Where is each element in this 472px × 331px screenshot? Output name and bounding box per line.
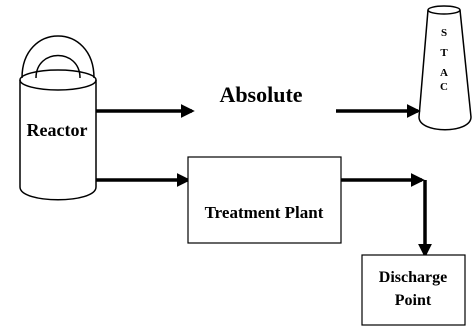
treatment-plant-label: Treatment Plant bbox=[205, 203, 324, 222]
absolute-label: Absolute bbox=[219, 82, 302, 107]
discharge-label-line2: Point bbox=[395, 292, 432, 309]
stack-body bbox=[418, 9, 472, 131]
reactor-dome-inner bbox=[35, 54, 81, 79]
reactor-cylinder bbox=[19, 80, 97, 201]
reactor-top bbox=[19, 69, 97, 91]
discharge-point-box bbox=[361, 254, 466, 326]
discharge-label-line1: Discharge bbox=[379, 269, 447, 286]
stack-top bbox=[427, 5, 461, 15]
stack-letter-c: C bbox=[440, 81, 448, 93]
stack-letter-a: A bbox=[440, 67, 448, 79]
reactor-dome bbox=[21, 35, 95, 79]
stack: S T A C bbox=[418, 5, 472, 131]
stack-letter-t: T bbox=[440, 47, 448, 59]
reactor-vessel: Reactor bbox=[19, 35, 97, 201]
stack-letter-s: S bbox=[441, 27, 447, 39]
treatment-plant-box bbox=[187, 156, 342, 244]
reactor-label: Reactor bbox=[27, 120, 88, 140]
